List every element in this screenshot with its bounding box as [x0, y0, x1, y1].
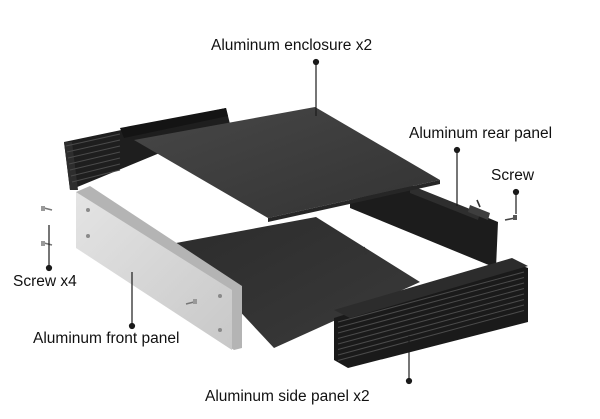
front-side-panel: [334, 258, 528, 368]
leader-front-panel: [128, 272, 136, 330]
leader-screw-x4: [45, 225, 53, 272]
label-aluminum-front-panel: Aluminum front panel: [33, 330, 180, 347]
front-panel-hole: [86, 234, 90, 238]
left-side-panel: [64, 108, 230, 190]
screw-icon: [41, 241, 53, 246]
fin-line: [66, 139, 121, 153]
front-panel-hole: [218, 328, 222, 332]
fin-line: [337, 282, 525, 334]
fin-line: [337, 288, 525, 339]
leader-side-panel: [405, 336, 413, 385]
fin-line: [69, 157, 121, 171]
front-side-panel-fins: [337, 271, 525, 361]
fin-line: [65, 133, 121, 147]
fin-line: [68, 151, 121, 165]
screw-icon: [504, 215, 517, 221]
label-screw: Screw: [491, 167, 535, 184]
front-panel-hole: [86, 208, 90, 212]
top-enclosure-plate: [134, 107, 440, 218]
screw-icon: [185, 299, 197, 305]
fin-line: [71, 169, 121, 183]
screw-icon: [363, 246, 367, 255]
fin-line: [70, 163, 121, 177]
front-panel: [76, 186, 242, 350]
left-side-panel-fins: [65, 133, 121, 183]
fin-line: [337, 277, 525, 328]
right-side-rail: [350, 185, 498, 268]
screw-icon: [476, 199, 481, 208]
fin-line: [337, 299, 525, 350]
fin-line: [337, 271, 525, 323]
front-panel-hole: [218, 294, 222, 298]
leader-lines: [45, 58, 520, 385]
fin-line: [337, 293, 525, 345]
fin-line: [337, 310, 525, 361]
leader-screw: [512, 188, 520, 214]
top-plate-edge: [268, 180, 440, 222]
leader-rear-panel: [453, 146, 461, 206]
screws: [41, 199, 517, 305]
leader-enclosure: [312, 58, 320, 116]
label-aluminum-enclosure: Aluminum enclosure x2: [211, 37, 373, 54]
label-screw-x4: Screw x4: [13, 273, 77, 290]
screw-icon: [41, 206, 53, 211]
bottom-enclosure-plate: [176, 217, 420, 348]
fin-line: [337, 304, 525, 356]
label-aluminum-side-panel: Aluminum side panel x2: [205, 388, 370, 405]
fin-line: [67, 145, 121, 159]
label-aluminum-rear-panel: Aluminum rear panel: [409, 125, 553, 142]
